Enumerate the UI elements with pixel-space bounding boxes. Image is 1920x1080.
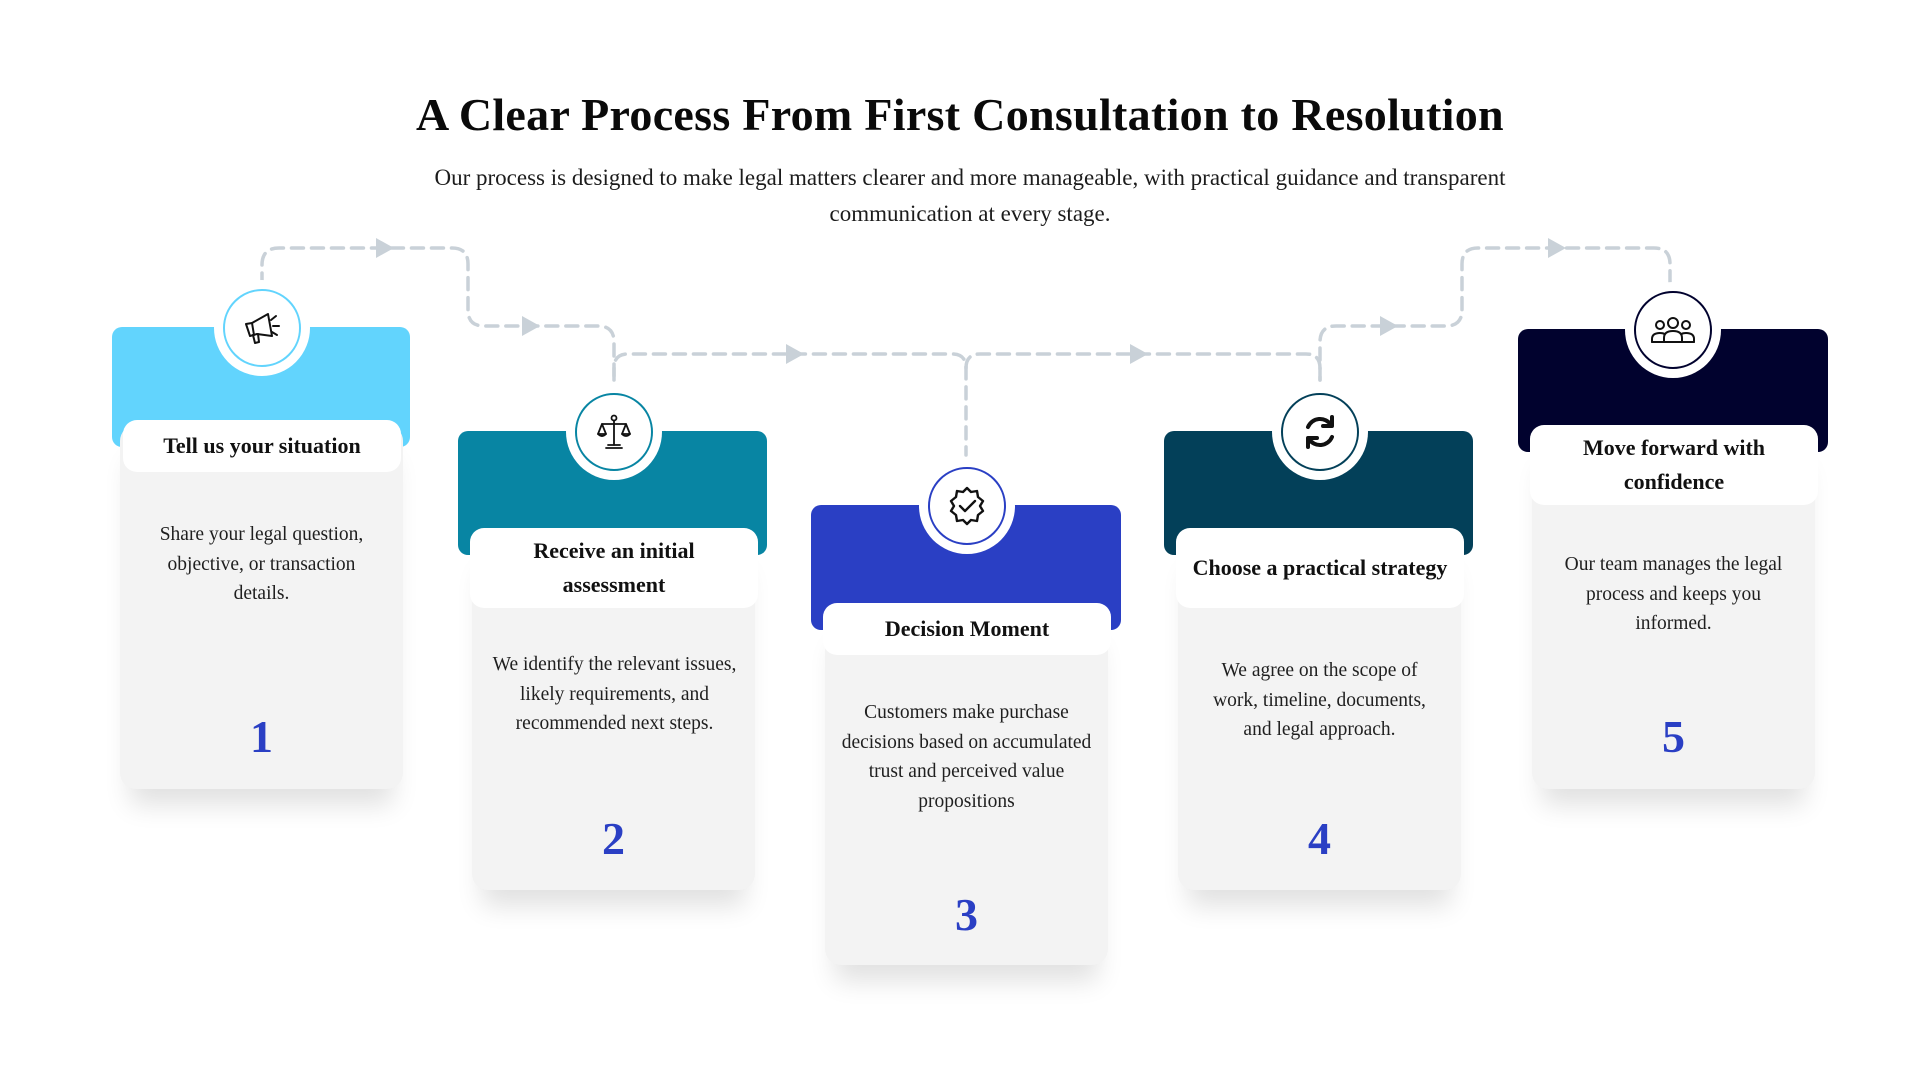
arrow-head — [376, 238, 394, 258]
connector-1-2 — [260, 246, 616, 382]
step-5-description: Our team manages the legal process and k… — [1564, 554, 1783, 634]
step-4-title: Choose a practical strategy — [1176, 528, 1464, 608]
arrow-head — [522, 316, 540, 336]
page-subtitle: Our process is designed to make legal ma… — [434, 165, 1506, 226]
step-4-number: 4 — [1308, 813, 1331, 864]
step-2-number: 2 — [602, 813, 625, 864]
step-2-icon-badge — [566, 384, 662, 480]
step-3-title: Decision Moment — [823, 603, 1111, 655]
step-3-card — [825, 610, 1108, 965]
arrow-head — [1130, 344, 1148, 364]
step-2-description: We identify the relevant issues, likely … — [492, 654, 737, 734]
refresh-icon — [1306, 415, 1334, 449]
step-2-title: Receive an initial assessment — [470, 528, 758, 608]
step-4-description: We agree on the scope of work, timeline,… — [1213, 660, 1426, 740]
step-1-number: 1 — [250, 711, 273, 762]
arrow-head — [1548, 238, 1566, 258]
step-3-description: Customers make purchase decisions based … — [841, 702, 1092, 812]
megaphone-icon — [245, 313, 280, 344]
step-4-icon-badge — [1272, 384, 1368, 480]
step-1-description: Share your legal question, objective, or… — [159, 524, 364, 604]
team-icon — [1651, 317, 1695, 343]
verified-badge-icon — [949, 486, 985, 526]
arrow-head — [786, 344, 804, 364]
step-3-number: 3 — [955, 889, 978, 940]
step-1-title: Tell us your situation — [123, 420, 401, 472]
step-5-icon-badge — [1625, 282, 1721, 378]
scales-icon — [597, 414, 631, 449]
step-5-title: Move forward with confidence — [1530, 425, 1818, 505]
step-3-icon-badge — [919, 458, 1015, 554]
step-1-icon-badge — [214, 280, 310, 376]
step-5-number: 5 — [1662, 711, 1685, 762]
connector-4-5 — [1318, 246, 1672, 382]
connector-middle-bar — [964, 352, 1322, 382]
arrow-head — [1380, 316, 1398, 336]
page-title: A Clear Process From First Consultation … — [416, 89, 1504, 140]
step-1-card — [120, 425, 403, 789]
